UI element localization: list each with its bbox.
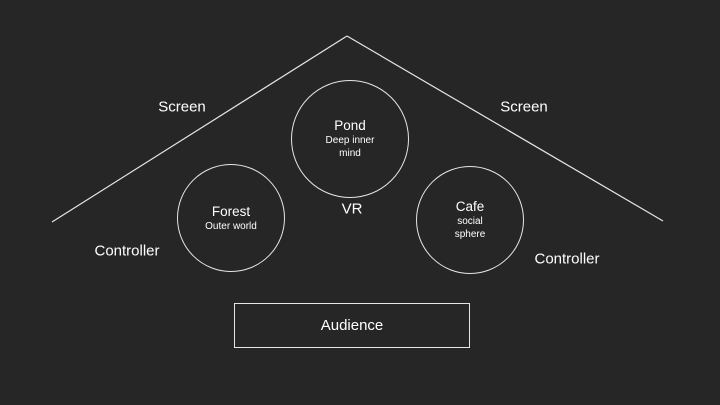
roof-left-line xyxy=(51,35,348,223)
cafe-title: Cafe xyxy=(455,199,485,214)
cafe-circle: Cafe social sphere xyxy=(416,166,524,274)
screen-right-label: Screen xyxy=(500,98,548,116)
forest-title: Forest xyxy=(211,203,251,219)
audience-label: Audience xyxy=(320,317,384,334)
cafe-subtitle: social sphere xyxy=(454,216,486,240)
forest-circle: Forest Outer world xyxy=(177,164,285,272)
pond-subtitle: Deep inner mind xyxy=(325,135,375,159)
screen-left-label: Screen xyxy=(158,98,206,116)
controller-right-label: Controller xyxy=(534,250,600,268)
roof-right-line xyxy=(346,35,664,222)
audience-box: Audience xyxy=(234,303,470,348)
forest-subtitle: Outer world xyxy=(205,220,257,232)
pond-circle: Pond Deep inner mind xyxy=(291,80,409,198)
controller-left-label: Controller xyxy=(94,242,160,260)
vr-label: VR xyxy=(341,200,363,218)
pond-title: Pond xyxy=(334,118,366,133)
